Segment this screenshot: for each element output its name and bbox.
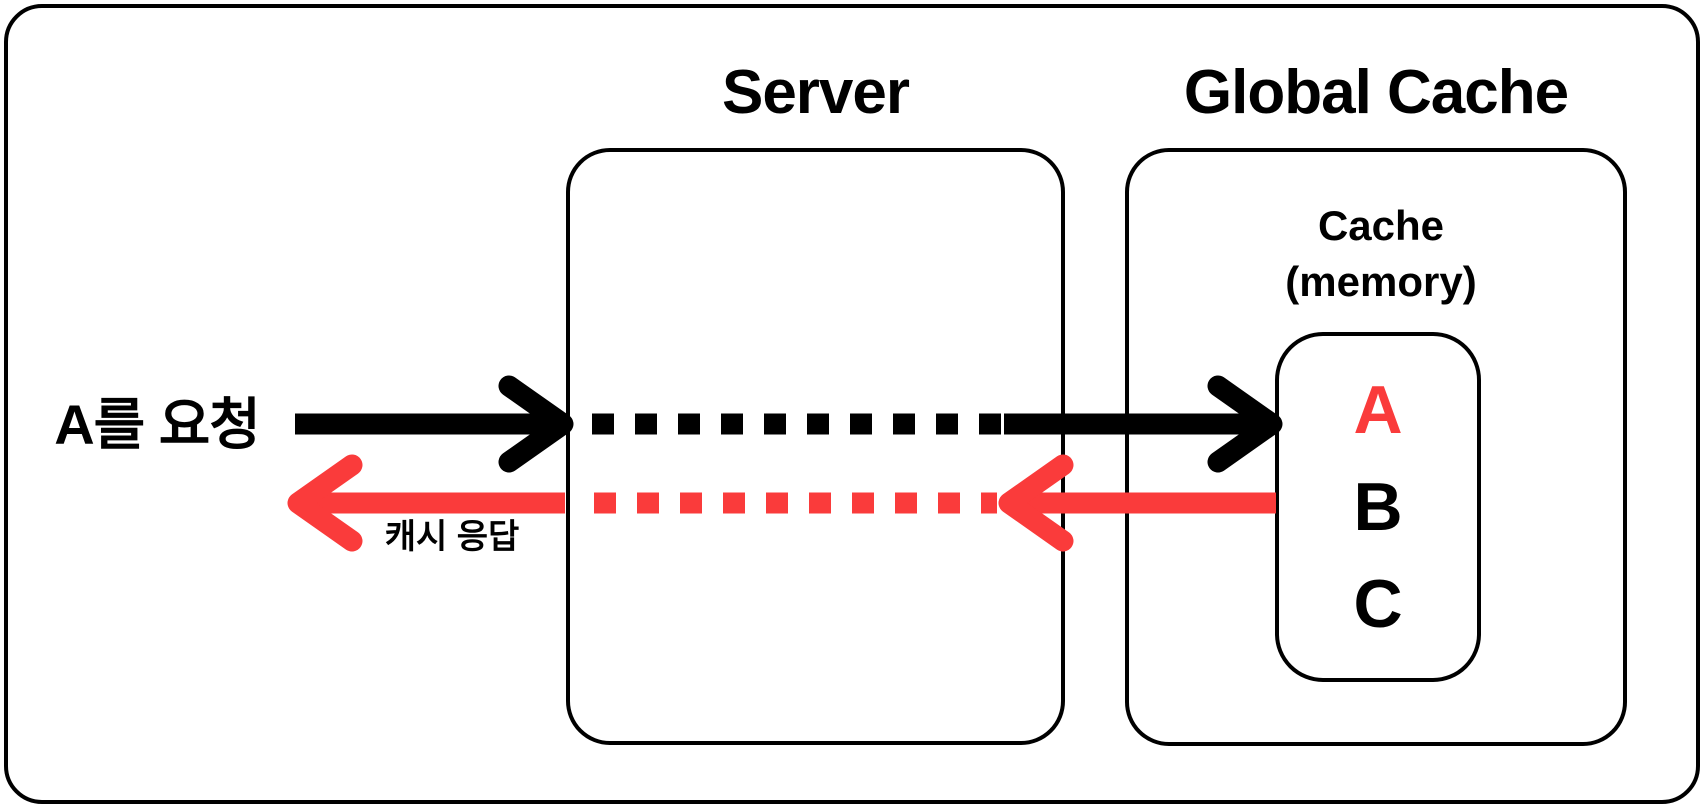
cache-entry-b: B xyxy=(1353,468,1403,545)
global-cache-box xyxy=(1125,148,1627,746)
server-box xyxy=(566,148,1065,745)
global-cache-title: Global Cache xyxy=(1183,58,1569,127)
cache-entry-list: A B C xyxy=(1275,332,1481,682)
response-label: 캐시 응답 xyxy=(384,518,520,556)
cache-entry-c: C xyxy=(1353,565,1403,642)
outer-border xyxy=(4,4,1700,804)
cache-entry-a: A xyxy=(1353,371,1403,448)
cache-memory-label-line1: Cache xyxy=(1317,202,1445,249)
cache-memory-box xyxy=(1275,332,1481,682)
server-title: Server xyxy=(721,58,910,127)
request-label: A를 요청 xyxy=(54,393,261,456)
cache-memory-label-line2: (memory) xyxy=(1285,258,1477,305)
cache-memory-label: Cache (memory) xyxy=(1231,198,1531,310)
